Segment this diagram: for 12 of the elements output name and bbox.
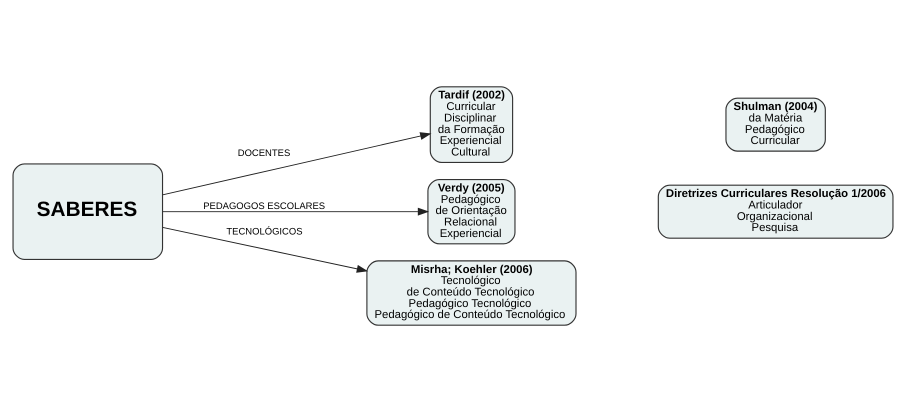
node-box: Tardif (2002) Curricular Disciplinar da Formação Experiencial Cultural	[430, 86, 514, 164]
node-box: Diretrizes Curriculares Resolução 1/2006 Articulador Organizacional Pesquisa	[658, 184, 894, 239]
edge-label: TECNOLÓGICOS	[226, 226, 303, 238]
node-box: Shulman (2004) da Matéria Pedagógico Curricular	[725, 98, 826, 152]
edge-label: DOCENTES	[238, 148, 290, 159]
arrow	[162, 226, 368, 273]
node-box: Verdy (2005) Pedagógico de Orientação Relacional Experiencial	[427, 178, 516, 244]
node-box: SABERES	[12, 163, 164, 260]
node-box: Misrha; Koehler (2006) Tecnológico de Conteúdo Tecnológico Pedagógico Tecnológico Pedagógico de Conteúdo Tecnológico	[366, 260, 577, 326]
edge-label: PEDAGOGOS ESCOLARES	[203, 200, 326, 212]
arrow	[162, 132, 432, 196]
arrow	[162, 208, 430, 216]
